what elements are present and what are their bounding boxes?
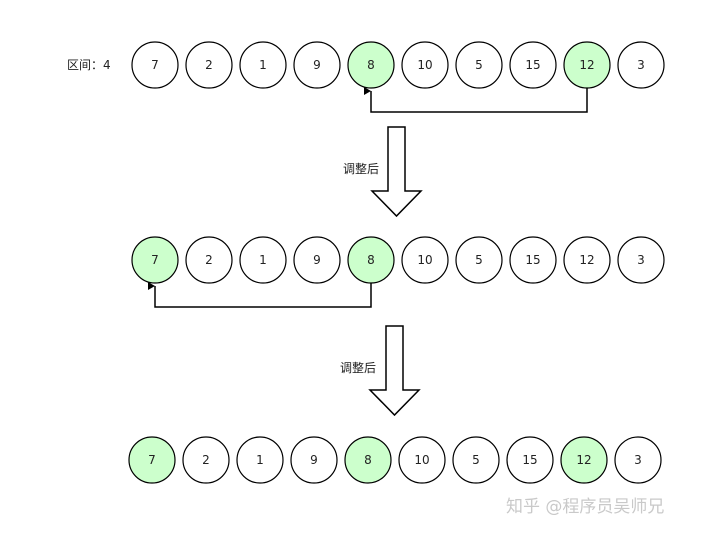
node-circle <box>347 41 395 89</box>
node-circle <box>401 41 449 89</box>
node-value: 7 <box>151 58 159 72</box>
node-value: 9 <box>313 253 321 267</box>
node-value: 7 <box>148 453 156 467</box>
node-value: 1 <box>259 253 267 267</box>
node-value: 9 <box>313 58 321 72</box>
node-circle <box>131 236 179 284</box>
node-circle <box>182 436 230 484</box>
node-circle <box>293 236 341 284</box>
node-circle <box>617 41 665 89</box>
node-value: 3 <box>637 58 645 72</box>
node-value: 8 <box>367 58 375 72</box>
node-value: 1 <box>256 453 264 467</box>
step-label-2: 调整后 <box>340 360 376 375</box>
node-value: 7 <box>151 253 159 267</box>
node-value: 3 <box>634 453 642 467</box>
node-circle <box>128 436 176 484</box>
node-circle <box>131 41 179 89</box>
node-circle <box>185 236 233 284</box>
node-value: 3 <box>637 253 645 267</box>
node-value: 5 <box>475 58 483 72</box>
node-circle <box>563 236 611 284</box>
node-value: 8 <box>367 253 375 267</box>
node-circle <box>455 236 503 284</box>
node-circle <box>401 236 449 284</box>
node-value: 15 <box>522 453 537 467</box>
node-circle <box>560 436 608 484</box>
step-label-1: 调整后 <box>343 161 379 176</box>
node-circle <box>236 436 284 484</box>
rows: 7 2 1 9 8 10 5 15 12 3 7 2 1 9 8 10 5 15 12 3 7 2 1 9 8 10 5 15 12 3 <box>128 41 665 484</box>
node-value: 2 <box>202 453 210 467</box>
node-circle <box>617 236 665 284</box>
node-value: 8 <box>364 453 372 467</box>
node-value: 10 <box>414 453 429 467</box>
interval-label: 区间：4 <box>67 58 111 72</box>
node-circle <box>452 436 500 484</box>
node-circle <box>509 41 557 89</box>
node-value: 15 <box>525 253 540 267</box>
node-value: 5 <box>475 253 483 267</box>
down-arrow-1 <box>370 126 423 218</box>
node-circle <box>509 236 557 284</box>
node-value: 12 <box>579 58 594 72</box>
down-arrow-2 <box>368 325 421 417</box>
swap-connector <box>364 87 588 113</box>
node-value: 5 <box>472 453 480 467</box>
node-value: 12 <box>579 253 594 267</box>
node-value: 10 <box>417 253 432 267</box>
node-circle <box>239 236 287 284</box>
node-circle <box>398 436 446 484</box>
node-value: 2 <box>205 58 213 72</box>
node-value: 9 <box>310 453 318 467</box>
node-circle <box>506 436 554 484</box>
node-circle <box>614 436 662 484</box>
watermark: 知乎 @程序员吴师兄 <box>506 497 664 517</box>
node-circle <box>455 41 503 89</box>
node-value: 12 <box>576 453 591 467</box>
node-value: 1 <box>259 58 267 72</box>
swap-connector <box>148 282 372 308</box>
node-circle <box>290 436 338 484</box>
node-value: 15 <box>525 58 540 72</box>
node-value: 10 <box>417 58 432 72</box>
node-circle <box>293 41 341 89</box>
node-circle <box>239 41 287 89</box>
node-circle <box>344 436 392 484</box>
node-value: 2 <box>205 253 213 267</box>
node-circle <box>185 41 233 89</box>
